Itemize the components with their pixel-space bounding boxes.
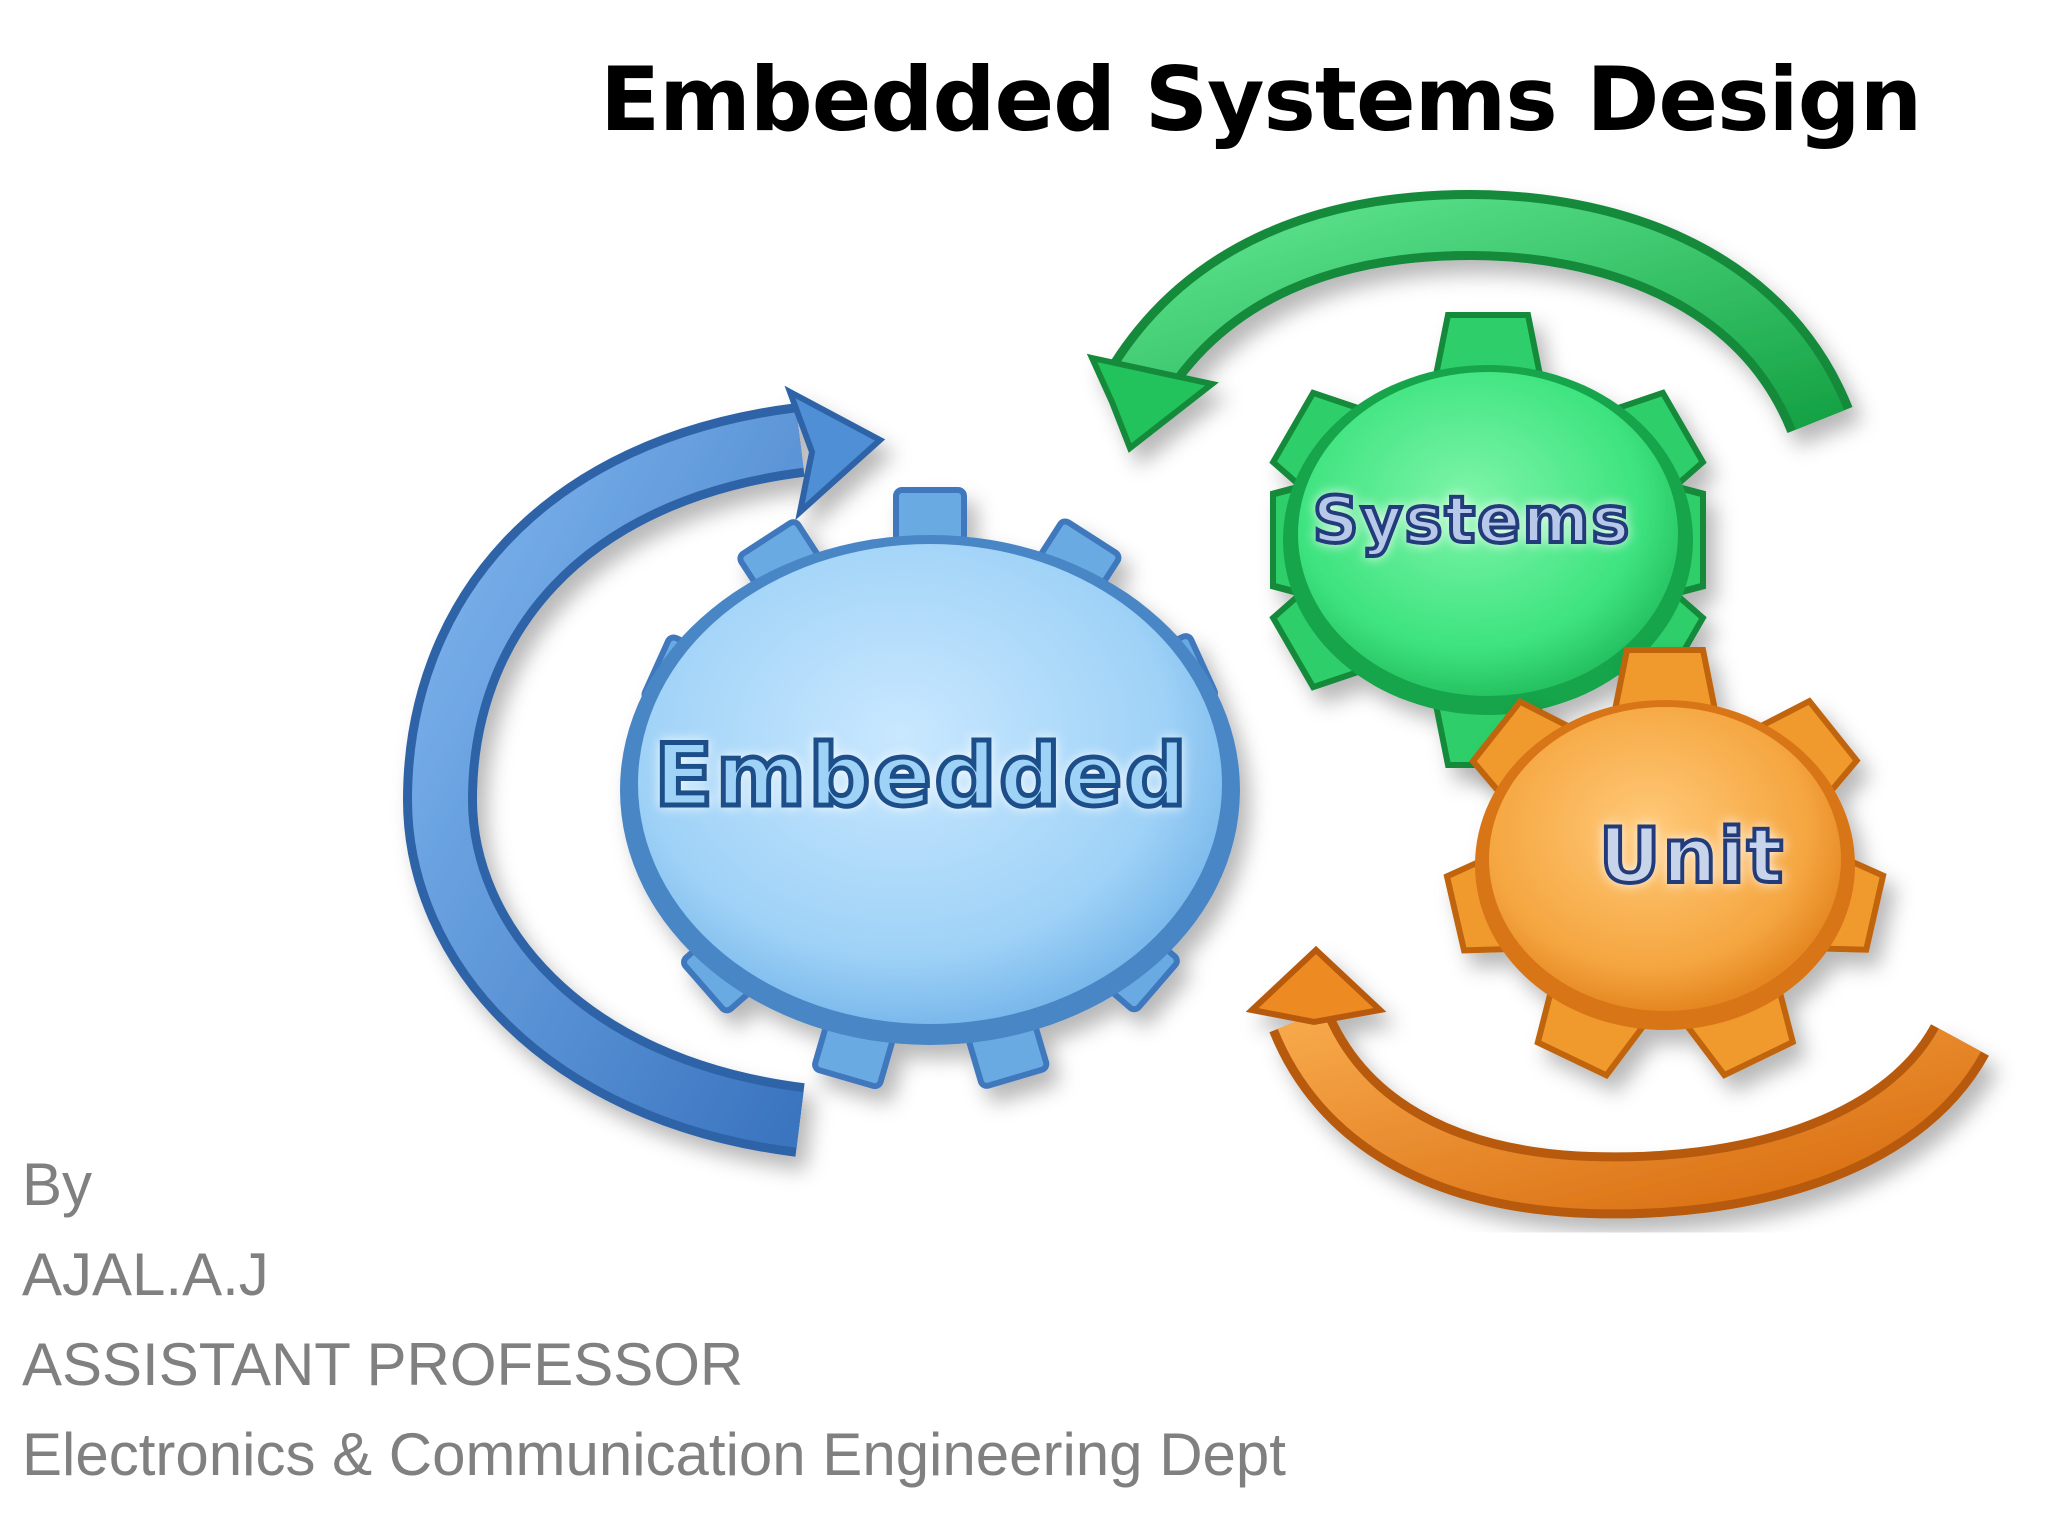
author-designation: ASSISTANT PROFESSOR	[22, 1331, 744, 1398]
orange-cycle-arrow	[1245, 945, 1989, 1219]
unit-gear	[1443, 647, 1887, 1080]
embedded-gear-label: Embedded	[654, 726, 1189, 826]
author-name: AJAL.A.J	[22, 1241, 269, 1308]
author-department: Electronics & Communication Engineering …	[22, 1421, 1286, 1488]
author-byline: By AJAL.A.J ASSISTANT PROFESSOR Electron…	[22, 1140, 1622, 1500]
green-cycle-arrow	[1086, 189, 1853, 453]
unit-gear-label: Unit	[1599, 811, 1785, 900]
byline-by: By	[22, 1151, 93, 1218]
embedded-gear	[620, 487, 1240, 1090]
blue-cycle-arrow	[402, 385, 886, 1157]
slide-title: Embedded Systems Design	[600, 48, 1922, 151]
systems-gear-label: Systems	[1313, 484, 1632, 558]
systems-gear	[1269, 312, 1707, 768]
